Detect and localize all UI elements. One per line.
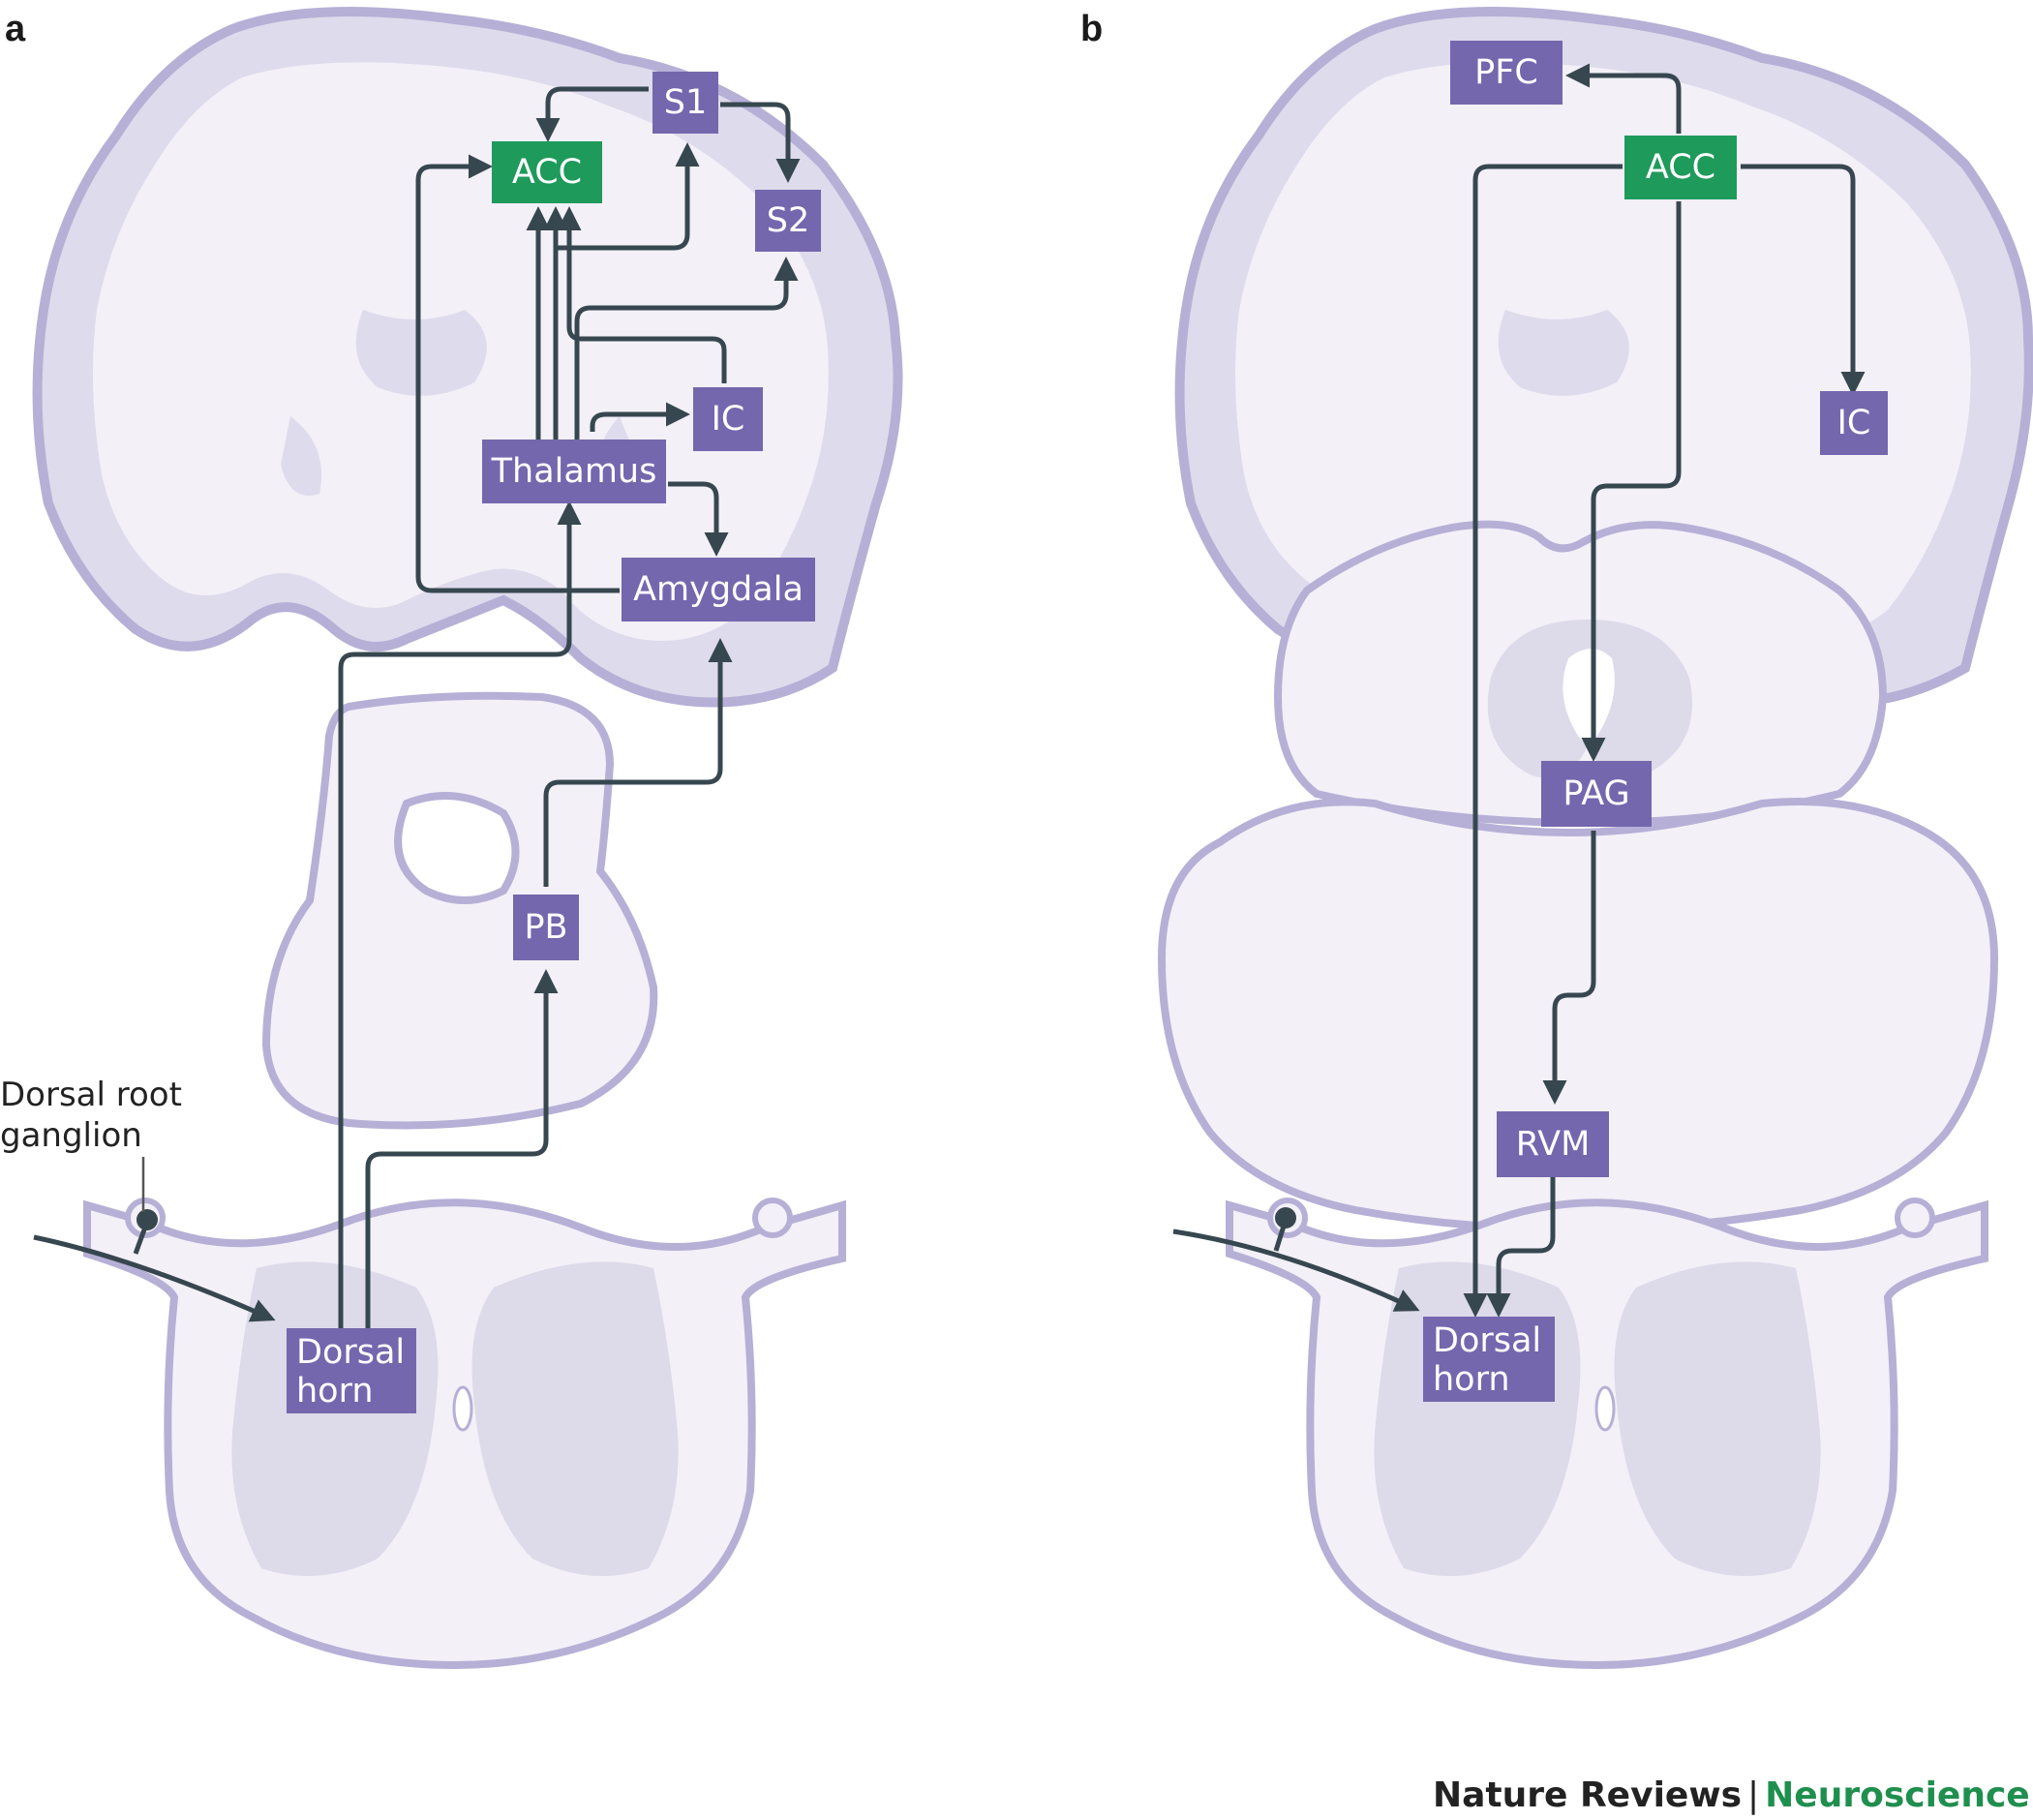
panel-b-node-pfc: PFC bbox=[1450, 41, 1563, 105]
connection-pag-to-rvm bbox=[1542, 831, 1596, 1105]
panel-b-dorsal-horn-line-2: horn bbox=[1433, 1360, 1510, 1399]
drg-label-line-2: ganglion bbox=[0, 1116, 142, 1155]
drg-label-line-1: Dorsal root bbox=[0, 1076, 182, 1114]
connection-acc-to-pag bbox=[1581, 201, 1682, 762]
connection-ic-to-acc bbox=[557, 206, 727, 383]
panel-a-s2-label: S2 bbox=[767, 201, 810, 240]
panel-b-pag-label: PAG bbox=[1563, 774, 1629, 813]
panel-b-connections bbox=[1463, 63, 1866, 1318]
panel-b-node-pag: PAG bbox=[1541, 761, 1652, 827]
connection-acc-to-pfc bbox=[1565, 63, 1682, 134]
panel-a: a Dorsal root ganglion bbox=[0, 7, 903, 1670]
panel-a-ic-label: IC bbox=[712, 400, 745, 439]
panel-a-connections bbox=[338, 86, 801, 1328]
panel-a-node-pb: PB bbox=[513, 895, 579, 960]
panel-a-dorsal-horn-line-1: Dorsal bbox=[296, 1333, 405, 1372]
panel-a-dorsal-horn-line-2: horn bbox=[296, 1372, 374, 1410]
panel-b-ic-label: IC bbox=[1837, 404, 1871, 442]
panel-b-node-rvm: RVM bbox=[1497, 1111, 1609, 1177]
panel-a-letter: a bbox=[5, 9, 26, 49]
panel-a-s1-label: S1 bbox=[664, 83, 708, 122]
connection-pb-to-amygdala bbox=[543, 638, 733, 887]
credit-separator: | bbox=[1747, 1775, 1760, 1815]
connection-acc-to-dorsal-horn bbox=[1463, 164, 1623, 1318]
panel-b-dorsal-horn-line-1: Dorsal bbox=[1433, 1321, 1541, 1360]
panel-b-aqueduct bbox=[1563, 649, 1615, 743]
panel-b-letter: b bbox=[1080, 9, 1103, 49]
panel-a-node-s2: S2 bbox=[755, 190, 821, 252]
panel-a-dorsal-root-ganglion bbox=[33, 1157, 276, 1322]
connection-s1-to-acc bbox=[535, 86, 649, 142]
connection-acc-to-ic bbox=[1741, 164, 1866, 396]
panel-a-node-thalamus: Thalamus bbox=[482, 440, 666, 503]
journal-name: Nature Reviews bbox=[1433, 1775, 1743, 1815]
panel-a-node-dorsal-horn: Dorsal horn bbox=[287, 1328, 416, 1413]
connection-dorsal-horn-to-thalamus bbox=[338, 500, 582, 1328]
connection-thalamus-to-ic bbox=[590, 402, 690, 432]
connection-thalamus-to-amygdala bbox=[668, 481, 729, 557]
panel-b-spinal-cord-illustration bbox=[1226, 1198, 1988, 1670]
panel-a-spinal-cord-illustration bbox=[83, 1198, 846, 1670]
panel-a-amygdala-label: Amygdala bbox=[633, 570, 804, 609]
panel-a-brainstem-illustration bbox=[261, 691, 658, 1130]
panel-a-pb-label: PB bbox=[524, 908, 567, 947]
panel-a-node-ic: IC bbox=[693, 387, 763, 451]
journal-section: Neuroscience bbox=[1765, 1775, 2030, 1815]
connection-s1-to-s2 bbox=[720, 102, 801, 183]
panel-b-pfc-label: PFC bbox=[1474, 53, 1538, 92]
panel-b-rvm-label: RVM bbox=[1516, 1125, 1591, 1164]
connection-thalamus-to-s1 bbox=[556, 142, 700, 251]
connection-thalamus-to-s2 bbox=[574, 257, 799, 443]
journal-credit: Nature Reviews|Neuroscience bbox=[1433, 1775, 2030, 1815]
panel-a-acc-label: ACC bbox=[512, 153, 582, 192]
panel-b-node-ic: IC bbox=[1820, 391, 1888, 455]
panel-b-brain-illustration bbox=[1174, 7, 2033, 708]
panel-a-node-acc: ACC bbox=[492, 141, 602, 203]
panel-b-node-dorsal-horn: Dorsal horn bbox=[1423, 1317, 1555, 1402]
panel-b-node-acc: ACC bbox=[1624, 136, 1737, 199]
connection-rvm-to-dorsal-horn bbox=[1486, 1177, 1556, 1318]
panel-b-acc-label: ACC bbox=[1646, 148, 1715, 187]
connection-amygdala-to-acc bbox=[415, 154, 620, 593]
panel-b-pons-illustration bbox=[1157, 798, 1999, 1234]
panel-a-ventricle bbox=[394, 792, 520, 904]
panel-a-node-amygdala: Amygdala bbox=[622, 558, 815, 622]
panel-a-node-s1: S1 bbox=[652, 72, 718, 134]
panel-b: b bbox=[1080, 7, 2033, 1670]
panel-b-dorsal-root-ganglion bbox=[1172, 1207, 1420, 1312]
connection-dorsal-horn-to-pb bbox=[365, 969, 559, 1328]
panel-a-thalamus-label: Thalamus bbox=[491, 452, 657, 491]
